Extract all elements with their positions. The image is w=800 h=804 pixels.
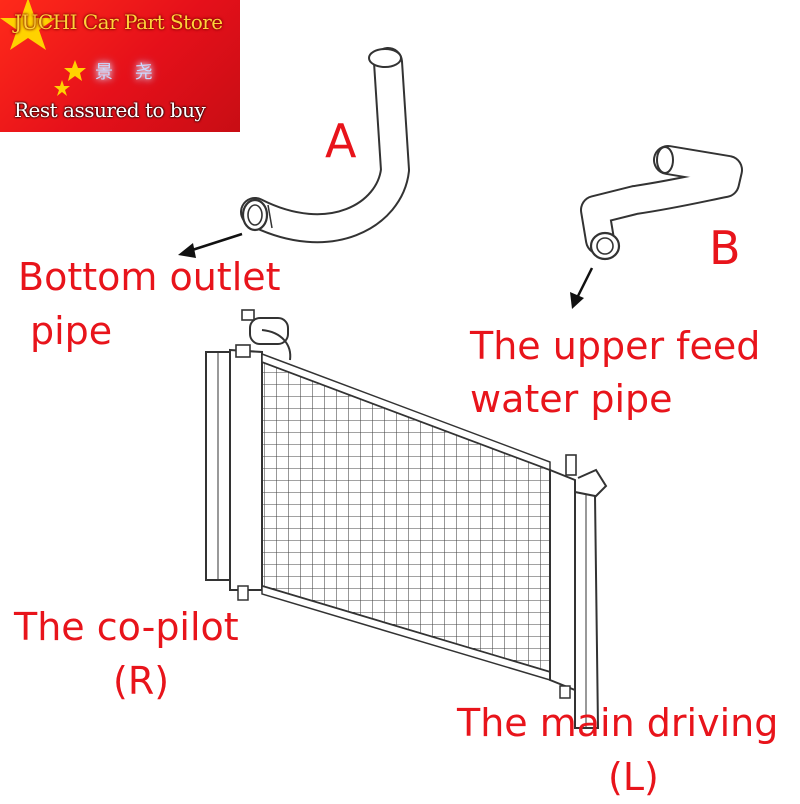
label-copilot-line1: The co-pilot [14,605,239,649]
store-badge: JUCHI Car Part Store 景 尧 Rest assured to… [0,0,240,132]
label-bottom-outlet-line2: pipe [30,309,113,353]
radiator-drawing [205,309,608,729]
label-main-driving-line1: The main driving [457,701,779,745]
label-part-a: A [325,114,357,168]
label-part-b: B [709,221,741,275]
arrow-b-icon [570,267,594,309]
store-name: JUCHI Car Part Store [14,10,223,34]
label-bottom-outlet-line1: Bottom outlet [18,255,281,299]
store-slogan: Rest assured to buy [14,98,206,122]
hose-a-bottom-outlet [240,47,410,244]
label-upper-feed-line2: water pipe [470,377,673,421]
label-upper-feed-line1: The upper feed [470,324,761,368]
chinese-brand-text: 景 尧 [95,62,161,83]
label-copilot-line2: (R) [113,659,170,703]
star-icon [0,0,86,96]
hose-b-upper-feed [580,145,743,261]
label-main-driving-line2: (L) [608,755,659,799]
arrow-a-icon [178,232,243,258]
